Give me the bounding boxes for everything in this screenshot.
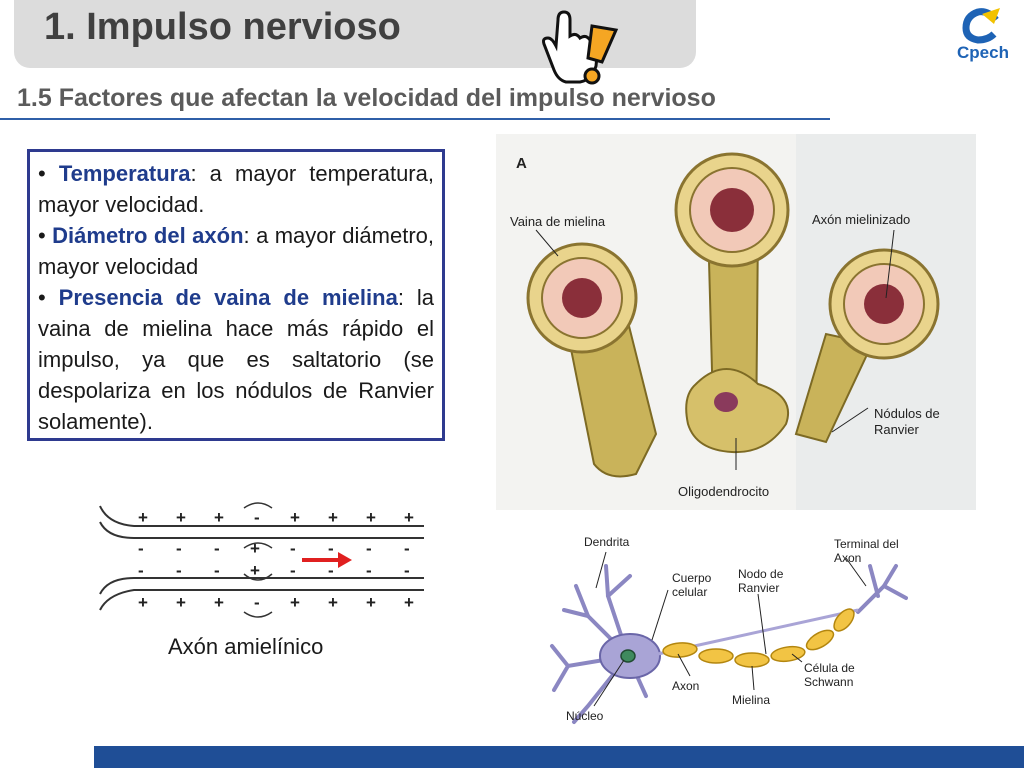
label-cuerpo-2: celular	[672, 585, 707, 599]
svg-text:-: -	[138, 539, 144, 558]
myelin-cross-section	[526, 242, 638, 354]
logo-text: Cpech	[957, 43, 1009, 62]
label-nodo-2: Ranvier	[738, 581, 779, 595]
svg-text:-: -	[290, 561, 296, 580]
svg-text:+: +	[290, 593, 300, 612]
factor-keyword: Presencia de vaina de mielina	[58, 285, 398, 310]
svg-text:+: +	[328, 508, 338, 527]
svg-text:+: +	[404, 593, 414, 612]
svg-text:-: -	[366, 561, 372, 580]
factor-text: : a mayor diámetro, mayor velocidad	[38, 223, 434, 279]
svg-text:+: +	[214, 593, 224, 612]
hand-pointer-icon	[542, 10, 619, 85]
factor-keyword: Temperatura	[58, 161, 191, 186]
svg-text:-: -	[254, 593, 260, 612]
panel-label: A	[516, 155, 527, 172]
label-cuerpo-1: Cuerpo	[672, 571, 712, 585]
svg-text:-: -	[176, 539, 182, 558]
svg-text:-: -	[404, 561, 410, 580]
svg-text:+: +	[176, 508, 186, 527]
svg-text:+: +	[290, 508, 300, 527]
svg-text:+: +	[214, 508, 224, 527]
svg-text:-: -	[176, 561, 182, 580]
label-nucleo: Núcleo	[566, 709, 604, 723]
axon-caption: Axón amielínico	[168, 634, 324, 659]
svg-text:+: +	[138, 508, 148, 527]
label-terminal-2: Axon	[834, 551, 861, 565]
svg-text:+: +	[138, 593, 148, 612]
label-nodo-1: Nodo de	[738, 567, 784, 581]
factor-item: • Temperatura: a mayor temperatura, mayo…	[38, 161, 434, 217]
label-axon: Axon	[672, 679, 699, 693]
myelin-cross-section	[828, 248, 940, 360]
factor-item: • Diámetro del axón: a mayor diámetro, m…	[38, 223, 434, 279]
svg-text:-: -	[328, 561, 334, 580]
page-title: 1. Impulso nervioso	[44, 6, 401, 48]
factor-item: • Presencia de vaina de mielina: la vain…	[38, 285, 434, 434]
factors-box: • Temperatura: a mayor temperatura, mayo…	[27, 149, 445, 441]
svg-text:-: -	[138, 561, 144, 580]
factor-text: : a mayor temperatura, mayor velocidad.	[38, 161, 434, 217]
amyelinic-axon-diagram: + + + - + + + + - - - + - - - - - - - + …	[99, 502, 424, 618]
label-celula-1: Célula de	[804, 661, 855, 675]
neuron-diagram: Dendrita Cuerpo celular Nodo de Ranvier …	[550, 535, 908, 724]
svg-text:-: -	[214, 561, 220, 580]
footer-bar	[94, 746, 1024, 768]
svg-text:+: +	[250, 539, 260, 558]
myelin-cross-section	[674, 152, 790, 268]
label-vaina-de-mielina: Vaina de mielina	[510, 214, 606, 229]
title-rule	[0, 118, 830, 120]
svg-text:+: +	[366, 508, 376, 527]
svg-text:-: -	[290, 539, 296, 558]
label-dendrita: Dendrita	[584, 535, 630, 549]
svg-text:+: +	[250, 561, 260, 580]
svg-text:+: +	[176, 593, 186, 612]
label-mielina: Mielina	[732, 693, 770, 707]
section-subtitle: 1.5 Factores que afectan la velocidad de…	[17, 84, 716, 112]
arrow-right-icon	[302, 552, 352, 568]
label-axon-mielinizado: Axón mielinizado	[812, 212, 910, 227]
label-nodulos-1: Nódulos de	[874, 406, 940, 421]
svg-text:+: +	[366, 593, 376, 612]
exclamation-icon	[583, 24, 619, 85]
label-terminal-1: Terminal del	[834, 537, 899, 551]
svg-text:-: -	[254, 508, 260, 527]
label-oligodendrocito: Oligodendrocito	[678, 484, 769, 499]
factor-keyword: Diámetro del axón	[52, 223, 244, 248]
svg-text:-: -	[328, 539, 334, 558]
factor-text: : la vaina de mielina hace más rápido el…	[38, 285, 434, 434]
label-celula-2: Schwann	[804, 675, 853, 689]
myelin-sheath-figure: A Vaina de mielina Axón mielinizado Nódu…	[496, 134, 976, 510]
cpech-logo-icon: Cpech	[957, 8, 1009, 62]
svg-text:+: +	[328, 593, 338, 612]
label-nodulos-2: Ranvier	[874, 422, 919, 437]
svg-text:-: -	[214, 539, 220, 558]
svg-text:+: +	[404, 508, 414, 527]
svg-text:-: -	[404, 539, 410, 558]
svg-text:-: -	[366, 539, 372, 558]
